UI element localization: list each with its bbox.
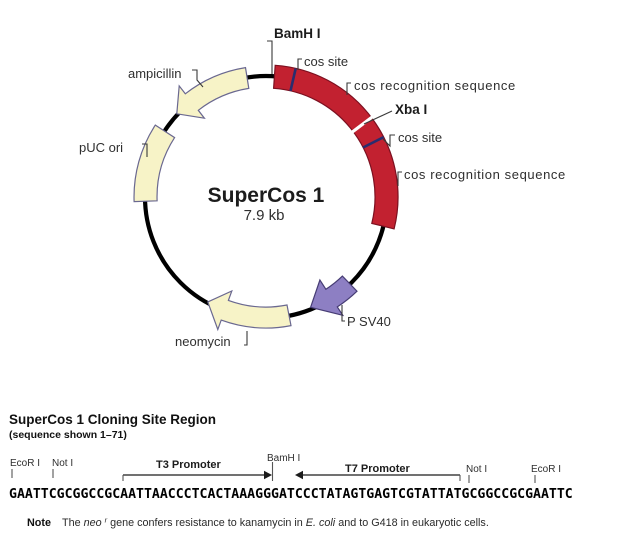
noti-left-label: Not I [52, 458, 73, 469]
note-gene-name: neo [84, 517, 102, 529]
puc-ori-segment [133, 124, 176, 203]
dna-sequence: GAATTCGCGGCCGCAATTAACCCTCACTAAAGGGATCCCT… [9, 487, 573, 502]
ampicillin-leader [192, 69, 204, 88]
cloning-site-region: SuperCos 1 Cloning Site Region (sequence… [9, 412, 573, 502]
cos-recognition-top-leader [346, 82, 351, 95]
bamhi-label: BamH I [274, 26, 321, 41]
note-label: Note [27, 517, 51, 529]
note-gene-superscript: r [105, 516, 108, 525]
plasmid-size: 7.9 kb [244, 207, 285, 224]
note-part-2: gene confers resistance to kanamycin in [110, 517, 306, 529]
cos-site-top-leader [297, 58, 302, 70]
psv40-label: P SV40 [347, 314, 391, 329]
puc-ori-leader [142, 143, 148, 157]
cos-recognition-mid-leader [397, 171, 402, 186]
xbai-cut-gap [350, 115, 374, 134]
note-text: The neo r gene confers resistance to kan… [62, 514, 489, 530]
cos-site-mid-label: cos site [398, 130, 442, 145]
cos-site-mid-leader [382, 134, 395, 148]
ampicillin-label: ampicillin [128, 66, 181, 81]
t3-promoter-label: T3 Promoter [156, 459, 222, 471]
ecori-left-label: EcoR I [10, 458, 40, 469]
neomycin-leader [244, 331, 248, 346]
xbai-leader [363, 110, 393, 125]
note-row: Note The neo r gene confers resistance t… [27, 514, 489, 530]
neomycin-label: neomycin [175, 334, 231, 349]
puc-ori-label: pUC ori [79, 140, 123, 155]
plasmid-map: BamH I cos site cos recognition sequence… [79, 26, 566, 349]
psv40-leader [341, 305, 345, 322]
noti-right-label: Not I [466, 464, 487, 475]
cloning-site-subheading: (sequence shown 1–71) [9, 429, 127, 441]
cos-site-top-label: cos site [304, 54, 348, 69]
cos-region-band [272, 64, 399, 230]
ecori-right-label: EcoR I [531, 464, 561, 475]
note-species: E. coli [306, 517, 336, 529]
cos-site-tick-mid [362, 135, 385, 149]
psv40-arrow [309, 275, 358, 317]
t7-promoter-label: T7 Promoter [345, 463, 411, 475]
bamhi-site-label: BamH I [267, 453, 300, 464]
neomycin-arrow [207, 289, 292, 332]
cloning-site-heading: SuperCos 1 Cloning Site Region [9, 412, 216, 427]
cos-recognition-top-label: cos recognition sequence [354, 78, 516, 93]
t7-arrowhead-icon [295, 470, 303, 480]
bamhi-leader [267, 40, 273, 74]
xbai-label: Xba I [395, 102, 427, 117]
cos-site-tick-top [289, 68, 297, 92]
ampicillin-arrow [176, 66, 250, 120]
cos-recognition-mid-label: cos recognition sequence [404, 167, 566, 182]
plasmid-title: SuperCos 1 [208, 184, 325, 207]
note-part-3: and to G418 in eukaryotic cells. [338, 517, 489, 529]
note-part-1: The [62, 517, 84, 529]
t3-arrowhead-icon [264, 470, 272, 480]
